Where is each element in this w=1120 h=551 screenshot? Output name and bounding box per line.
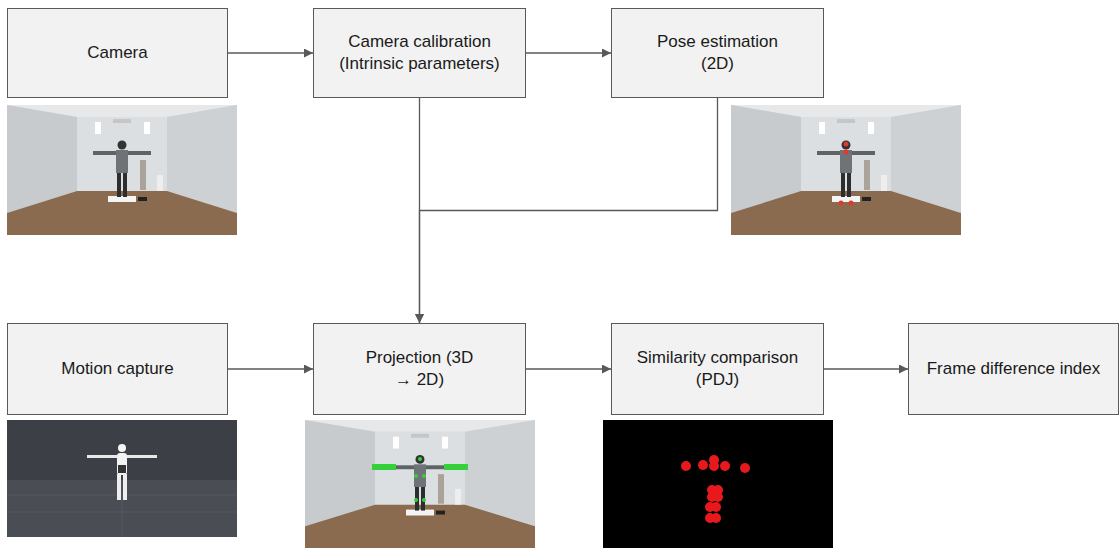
- projected-markers: [372, 457, 468, 502]
- box-label: Camera calibration (Intrinsic parameters…: [327, 31, 512, 75]
- keypoint: [844, 142, 849, 147]
- flow-arrow: [420, 98, 718, 323]
- flow-arrow: [526, 368, 611, 369]
- box-label: Motion capture: [61, 358, 173, 380]
- pose-photo: [731, 105, 961, 235]
- mocap-render: [7, 420, 237, 537]
- flow-arrow: [824, 368, 908, 369]
- flow-arrow: [526, 52, 611, 53]
- pose-keypoints: [839, 142, 854, 206]
- pdj-ground: [603, 420, 833, 548]
- keypoint: [849, 201, 854, 206]
- keypoint: [839, 201, 844, 206]
- marker: [414, 474, 418, 478]
- process-box: Similarity comparison (PDJ): [611, 323, 824, 415]
- box-label: Pose estimation (2D): [648, 31, 788, 75]
- process-box: Projection (3D → 2D): [313, 323, 526, 415]
- box-label: Frame difference index: [927, 358, 1101, 380]
- box-label: Camera: [87, 42, 147, 64]
- process-box: Pose estimation (2D): [611, 8, 824, 98]
- joint-dot: [711, 513, 721, 523]
- flow-arrow: [228, 368, 313, 369]
- camera-photo: [7, 105, 237, 235]
- keypoint: [844, 150, 849, 155]
- process-box: Frame difference index: [908, 323, 1119, 415]
- joint-dot: [709, 461, 719, 471]
- projection-photo: [305, 420, 535, 548]
- box-label: Projection (3D → 2D): [360, 347, 480, 391]
- marker: [414, 498, 418, 502]
- flow-arrow: [228, 52, 313, 53]
- marker: [422, 474, 426, 478]
- box-label: Similarity comparison (PDJ): [628, 347, 808, 391]
- joint-dot: [720, 461, 730, 471]
- joint-dot: [698, 460, 708, 470]
- marker: [422, 498, 426, 502]
- joint-dot: [711, 502, 721, 512]
- process-box: Camera calibration (Intrinsic parameters…: [313, 8, 526, 98]
- marker: [418, 457, 422, 461]
- marker-cluster: [372, 464, 396, 470]
- process-box: Motion capture: [7, 323, 228, 415]
- joint-dot: [681, 461, 691, 471]
- pdj-plot: [603, 420, 833, 548]
- joint-dot: [740, 463, 750, 473]
- joint-dot: [713, 492, 723, 502]
- process-box: Camera: [7, 8, 228, 98]
- marker-cluster: [444, 464, 468, 470]
